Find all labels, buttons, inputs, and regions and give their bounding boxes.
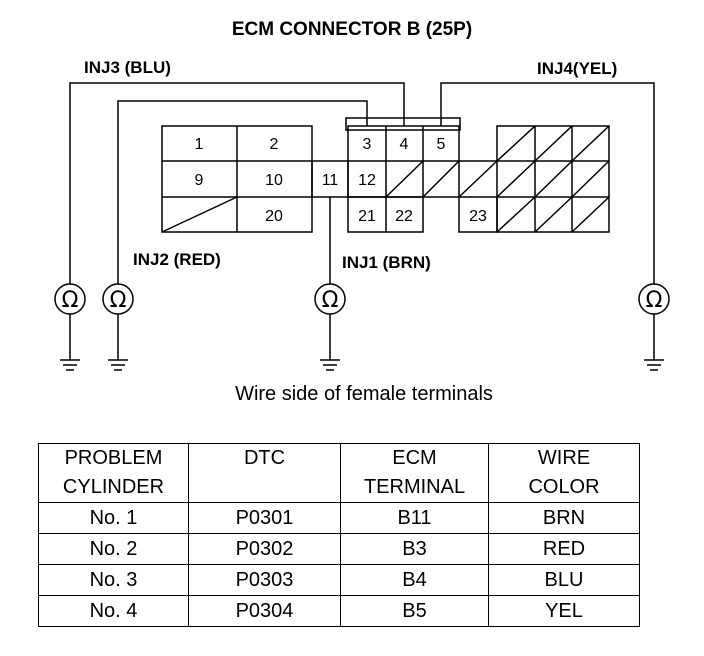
table-row: No. 3 P0303 B4 BLU (38, 564, 640, 596)
ohm-icon: Ω (646, 288, 663, 313)
cell-terminal: B3 (340, 533, 489, 565)
cell-dtc: P0303 (188, 564, 341, 596)
inj2-wire (117, 100, 368, 284)
ground-icon (320, 314, 340, 371)
pin-21: 21 (358, 208, 376, 225)
ohmmeter-inj4: Ω (638, 283, 670, 315)
table-row: No. 2 P0302 B3 RED (38, 533, 640, 565)
pin-12: 12 (358, 172, 376, 189)
cell-terminal: B5 (340, 595, 489, 627)
cell-cylinder: No. 3 (38, 564, 189, 596)
pin-10: 10 (265, 172, 283, 189)
pin-23: 23 (469, 208, 487, 225)
ecm-connector: 1 2 3 4 5 9 10 11 12 20 21 22 23 (161, 117, 610, 233)
pin-4: 4 (400, 136, 409, 153)
pin-22: 22 (395, 208, 413, 225)
connector-diagram: ECM CONNECTOR B (25P) INJ3 (BLU) INJ4(YE… (54, 19, 670, 405)
ohm-icon: Ω (62, 288, 79, 313)
ohmmeter-inj1: Ω (314, 283, 346, 315)
header-dtc: DTC (188, 443, 341, 503)
wiring (69, 82, 655, 284)
pin-1: 1 (195, 136, 204, 153)
cell-dtc: P0302 (188, 533, 341, 565)
diagram-caption: Wire side of female terminals (235, 383, 493, 405)
cell-dtc: P0301 (188, 502, 341, 534)
cell-color: BLU (488, 564, 640, 596)
ground-icon (644, 314, 664, 371)
pin-20: 20 (265, 208, 283, 225)
ohmmeter-inj3: Ω (54, 283, 86, 315)
ohm-icon: Ω (322, 288, 339, 313)
pin-3: 3 (363, 136, 372, 153)
pin-2: 2 (270, 136, 279, 153)
inj1-label: INJ1 (BRN) (342, 253, 431, 272)
ground-icon (108, 314, 128, 371)
cell-cylinder: No. 1 (38, 502, 189, 534)
table-row: No. 4 P0304 B5 YEL (38, 595, 640, 627)
inj3-wire (69, 82, 405, 284)
cell-dtc: P0304 (188, 595, 341, 627)
inj2-label: INJ2 (RED) (133, 250, 221, 269)
ohm-icon: Ω (110, 288, 127, 313)
cell-color: YEL (488, 595, 640, 627)
inj4-wire (440, 82, 655, 284)
inj3-label: INJ3 (BLU) (84, 58, 171, 77)
cell-color: BRN (488, 502, 640, 534)
cell-terminal: B11 (340, 502, 489, 534)
pin-11: 11 (322, 172, 339, 189)
cell-color: RED (488, 533, 640, 565)
pin-9: 9 (195, 172, 204, 189)
cell-terminal: B4 (340, 564, 489, 596)
ohmmeter-inj2: Ω (102, 283, 134, 315)
inj4-label: INJ4(YEL) (537, 59, 617, 78)
cell-cylinder: No. 2 (38, 533, 189, 565)
pin-5: 5 (437, 136, 446, 153)
table-row: No. 1 P0301 B11 BRN (38, 502, 640, 534)
ground-icon (60, 314, 80, 371)
cell-cylinder: No. 4 (38, 595, 189, 627)
diagram-title: ECM CONNECTOR B (25P) (232, 19, 472, 40)
